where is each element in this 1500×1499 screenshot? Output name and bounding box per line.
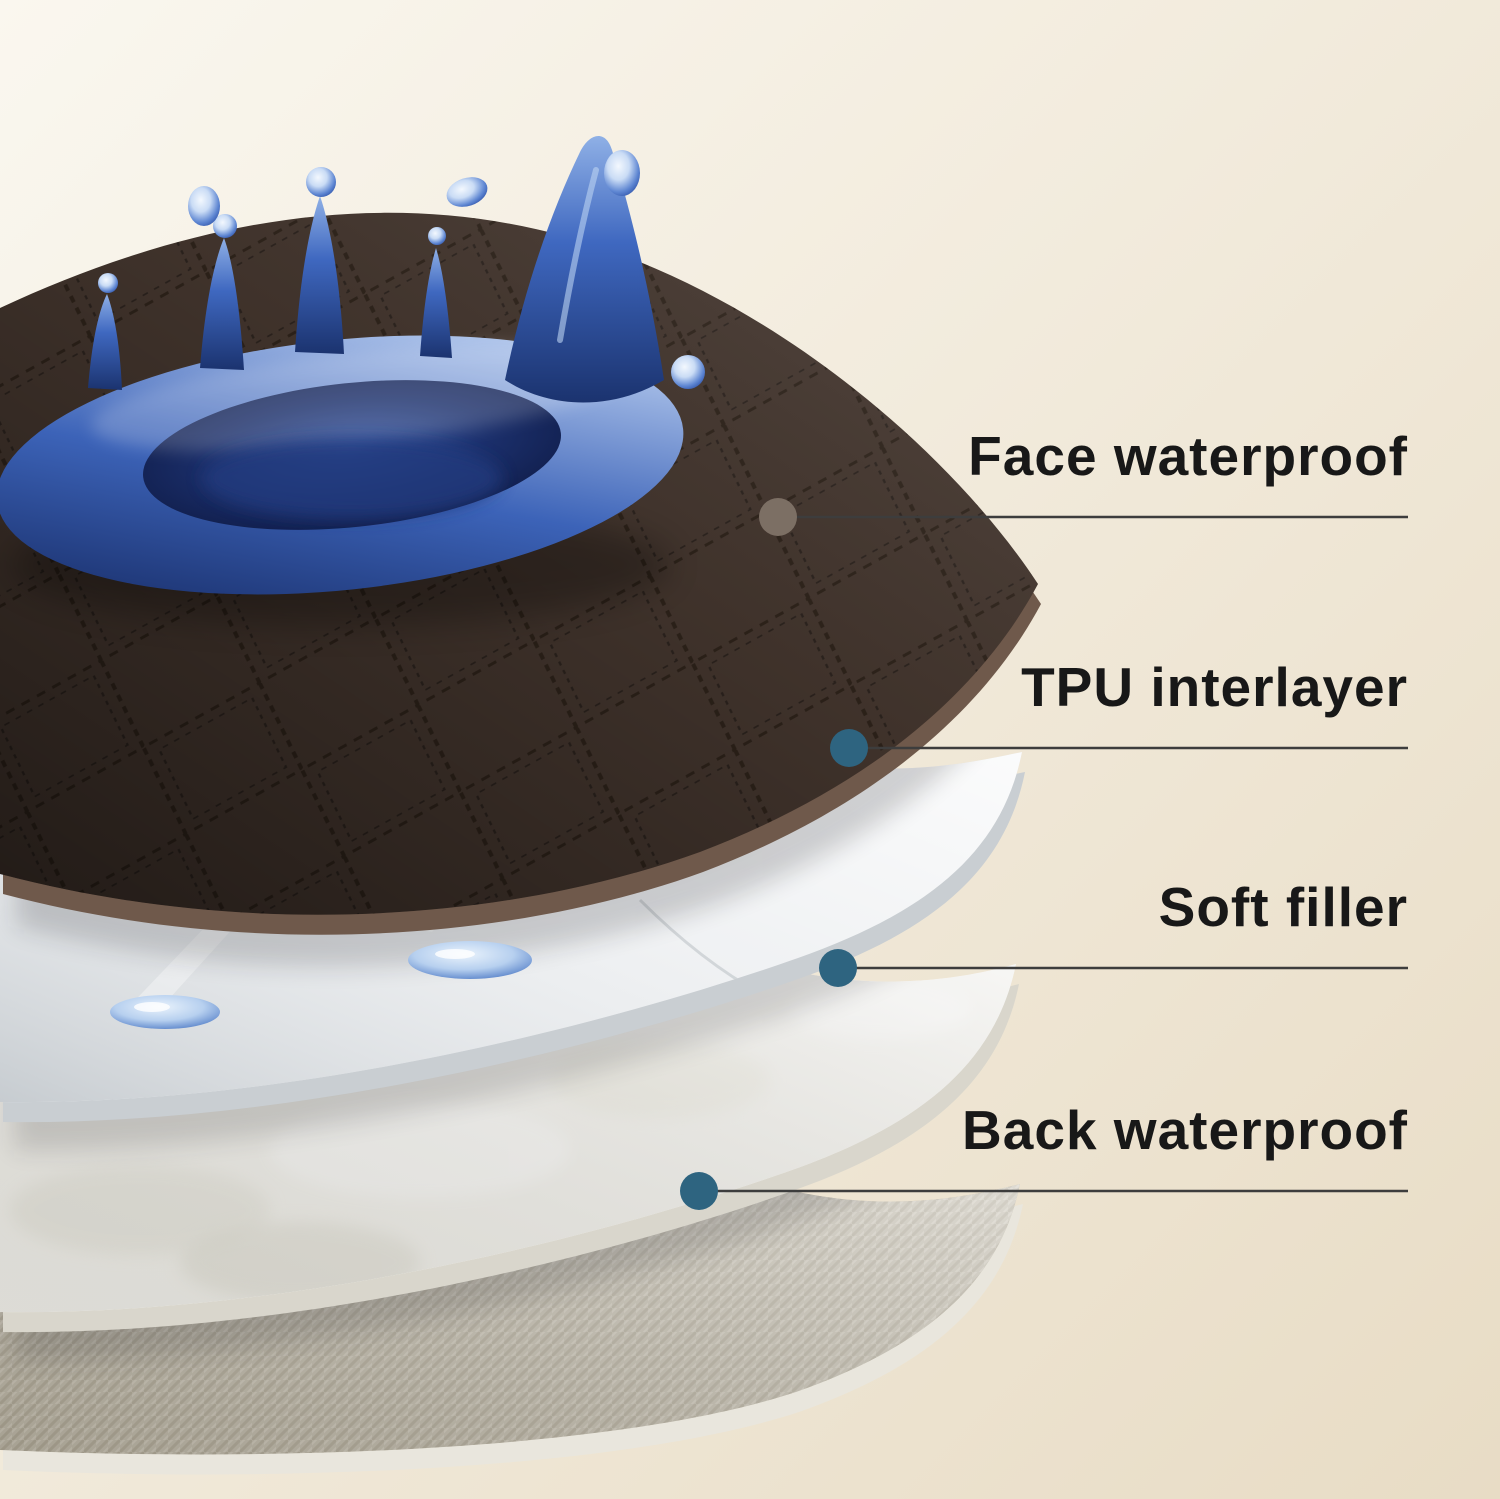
callout-back-waterproof: Back waterproof (680, 1099, 1408, 1210)
water-droplet (604, 150, 640, 196)
callout-label: TPU interlayer (1021, 656, 1408, 718)
layer-soft-filler (0, 898, 1019, 1333)
water-droplet (306, 167, 336, 197)
water-droplet (428, 227, 446, 245)
water-droplet (98, 273, 118, 293)
water-droplet (188, 186, 220, 226)
callout-dot (819, 949, 857, 987)
water-droplet (213, 214, 237, 238)
water-droplet (671, 355, 705, 389)
callout-dot (759, 498, 797, 536)
water-droplet (408, 941, 532, 979)
water-droplet (110, 995, 220, 1029)
callout-dot (830, 729, 868, 767)
water-droplet (446, 177, 488, 207)
callout-label: Soft filler (1159, 876, 1408, 938)
splash-spike (420, 248, 452, 358)
water-splash (0, 135, 705, 595)
callout-tpu-interlayer: TPU interlayer (830, 656, 1408, 767)
splash-spike (505, 135, 664, 403)
callout-dot (680, 1172, 718, 1210)
callout-face-waterproof: Face waterproof (759, 425, 1408, 536)
callout-label: Face waterproof (968, 425, 1408, 487)
callout-label: Back waterproof (962, 1099, 1408, 1161)
splash-spike (200, 238, 244, 370)
callout-soft-filler: Soft filler (819, 876, 1408, 987)
splash-spike (295, 196, 344, 354)
splash-spike (88, 294, 122, 390)
